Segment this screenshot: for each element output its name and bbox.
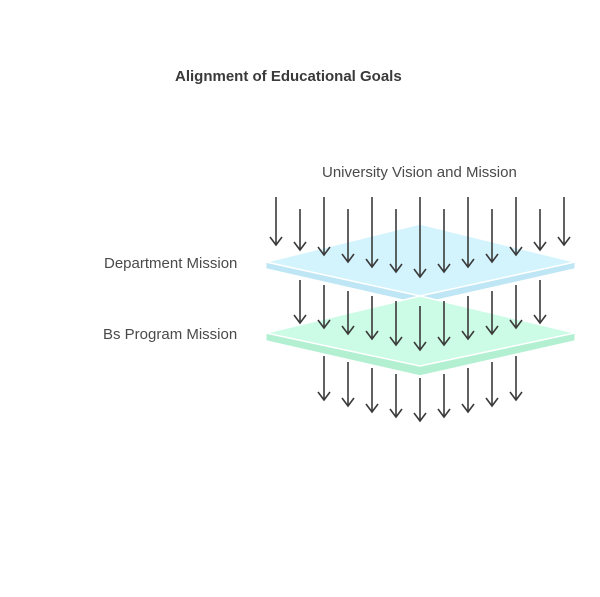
arrowhead-icon xyxy=(341,397,355,408)
arrowhead-icon xyxy=(557,236,571,247)
arrowhead-icon xyxy=(341,325,355,336)
arrowhead-icon xyxy=(509,391,523,402)
arrowhead-icon xyxy=(437,336,451,347)
arrowhead-icon xyxy=(413,268,427,279)
arrowhead-icon xyxy=(509,246,523,257)
program-mission-label: Bs Program Mission xyxy=(103,326,238,343)
arrowhead-icon xyxy=(509,319,523,330)
arrowhead-icon xyxy=(461,403,475,414)
arrowhead-icon xyxy=(485,397,499,408)
arrowhead-icon xyxy=(269,236,283,247)
arrowhead-icon xyxy=(293,241,307,252)
arrowhead-icon xyxy=(317,391,331,402)
university-vision-label: University Vision and Mission xyxy=(322,164,517,181)
arrowhead-icon xyxy=(389,263,403,274)
arrowhead-icon xyxy=(293,314,307,325)
arrowhead-icon xyxy=(341,253,355,264)
arrowhead-icon xyxy=(389,336,403,347)
arrowhead-icon xyxy=(437,408,451,419)
arrowhead-icon xyxy=(365,330,379,341)
arrowhead-icon xyxy=(389,408,403,419)
diagram-title: Alignment of Educational Goals xyxy=(175,68,402,85)
arrowhead-icon xyxy=(461,258,475,269)
arrowhead-icon xyxy=(437,263,451,274)
arrowhead-icon xyxy=(365,403,379,414)
arrows-group xyxy=(269,197,571,423)
arrowhead-icon xyxy=(317,246,331,257)
arrowhead-icon xyxy=(533,314,547,325)
arrowhead-icon xyxy=(413,341,427,352)
arrowhead-icon xyxy=(533,241,547,252)
department-mission-label: Department Mission xyxy=(104,255,238,272)
arrowhead-icon xyxy=(485,253,499,264)
arrowhead-icon xyxy=(365,258,379,269)
arrowhead-icon xyxy=(317,319,331,330)
arrowhead-icon xyxy=(461,330,475,341)
arrowhead-icon xyxy=(413,412,427,423)
arrowhead-icon xyxy=(485,325,499,336)
